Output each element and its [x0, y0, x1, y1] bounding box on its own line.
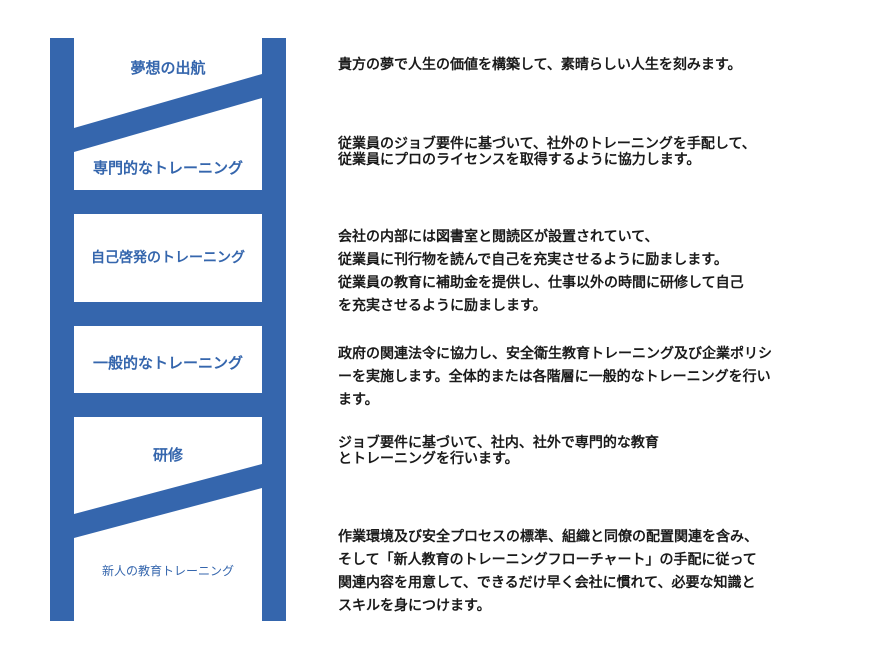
desc-line: スキルを身につけます。	[338, 598, 491, 614]
desc-line: ーを実施します。全体的または各階層に一般的なトレーニングを行い	[338, 369, 771, 385]
desc-line: 従業員の教育に補助金を提供し、仕事以外の時間に研修して自己	[338, 275, 744, 291]
desc-line: を充実させるように励まします。	[338, 298, 547, 314]
step-desc-6: 作業環境及び安全プロセスの標準、組織と同僚の配置関連を含み、 そして「新人教育の…	[338, 526, 878, 618]
step-desc-3: 会社の内部には図書室と閲読区が設置されていて、 従業員に刊行物を読んで自己を充実…	[338, 226, 878, 318]
step-label-5: 研修	[152, 446, 183, 464]
ladder-rung-4	[74, 393, 262, 417]
step-label-2: 専門的なトレーニング	[92, 159, 243, 177]
step-desc-4: 政府の関連法令に協力し、安全衛生教育トレーニング及び企業ポリシ ーを実施します。…	[338, 343, 878, 412]
ladder-rung-1	[74, 74, 262, 152]
desc-line: そして「新人教育のトレーニングフローチャート」の手配に従って	[338, 552, 757, 568]
ladder-left-rail	[50, 38, 74, 621]
desc-line: 従業員のジョブ要件に基づいて、社外のトレーニングを手配して、	[338, 136, 756, 152]
step-desc-5: ジョブ要件に基づいて、社内、社外で専門的な教育 とトレーニングを行います。	[338, 435, 878, 467]
desc-line: 貴方の夢で人生の価値を構築して、素晴らしい人生を刻みます。	[338, 57, 742, 73]
ladder-rung-2	[74, 190, 262, 214]
step-label-3: 自己啓発のトレーニング	[91, 250, 245, 266]
desc-line: ます。	[338, 392, 379, 408]
ladder-right-rail	[262, 38, 286, 621]
step-label-1: 夢想の出航	[130, 59, 206, 77]
desc-line: とトレーニングを行います。	[338, 451, 519, 467]
desc-line: 政府の関連法令に協力し、安全衛生教育トレーニング及び企業ポリシ	[338, 346, 772, 362]
step-label-6: 新人の教育トレーニング	[101, 564, 234, 578]
ladder-rung-3	[74, 302, 262, 326]
desc-line: 会社の内部には図書室と閲読区が設置されていて、	[338, 229, 659, 245]
desc-line: 従業員に刊行物を読んで自己を充実させるように励まします。	[338, 252, 728, 268]
desc-line: 作業環境及び安全プロセスの標準、組織と同僚の配置関連を含み、	[338, 529, 758, 545]
desc-line: ジョブ要件に基づいて、社内、社外で専門的な教育	[338, 435, 659, 451]
ladder-rung-5	[74, 464, 262, 538]
desc-line: 関連内容を用意して、できるだけ早く会社に慣れて、必要な知識と	[338, 575, 756, 591]
desc-line: 従業員にプロのライセンスを取得するように協力します。	[338, 152, 701, 168]
step-label-4: 一般的なトレーニング	[92, 354, 243, 372]
step-desc-1: 貴方の夢で人生の価値を構築して、素晴らしい人生を刻みます。	[338, 55, 878, 75]
step-desc-2: 従業員のジョブ要件に基づいて、社外のトレーニングを手配して、 従業員にプロのライ…	[338, 136, 878, 168]
